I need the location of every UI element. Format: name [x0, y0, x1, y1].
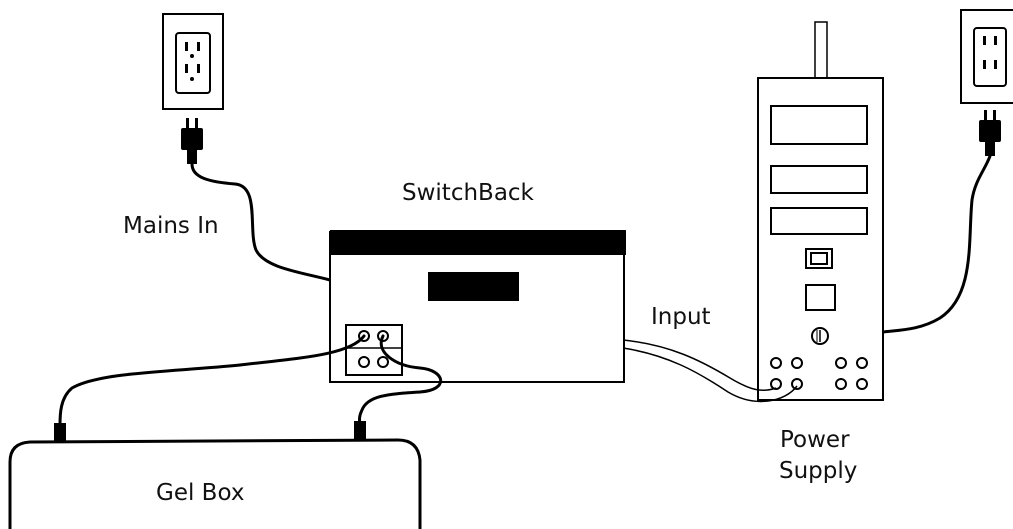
wall-outlet-right — [960, 9, 1013, 104]
input-label: Input — [651, 304, 711, 330]
plug-right — [979, 110, 1001, 156]
gel-box-label: Gel Box — [156, 480, 244, 506]
output-cable-left — [58, 334, 366, 427]
wall-outlet-left — [162, 13, 224, 110]
power-supply-label-line2: Supply — [779, 458, 857, 484]
mains-cable — [190, 162, 332, 282]
switchback-label: SwitchBack — [402, 180, 535, 206]
power-supply — [757, 21, 884, 401]
switchback-unit — [329, 230, 626, 383]
output-cable-right — [358, 334, 443, 427]
plug-left — [181, 118, 203, 164]
mains-in-label: Mains In — [123, 213, 219, 239]
power-supply-mains-cable — [881, 154, 992, 334]
power-supply-label-line1: Power — [780, 427, 850, 453]
input-cable — [622, 339, 798, 403]
gel-box — [8, 421, 422, 529]
